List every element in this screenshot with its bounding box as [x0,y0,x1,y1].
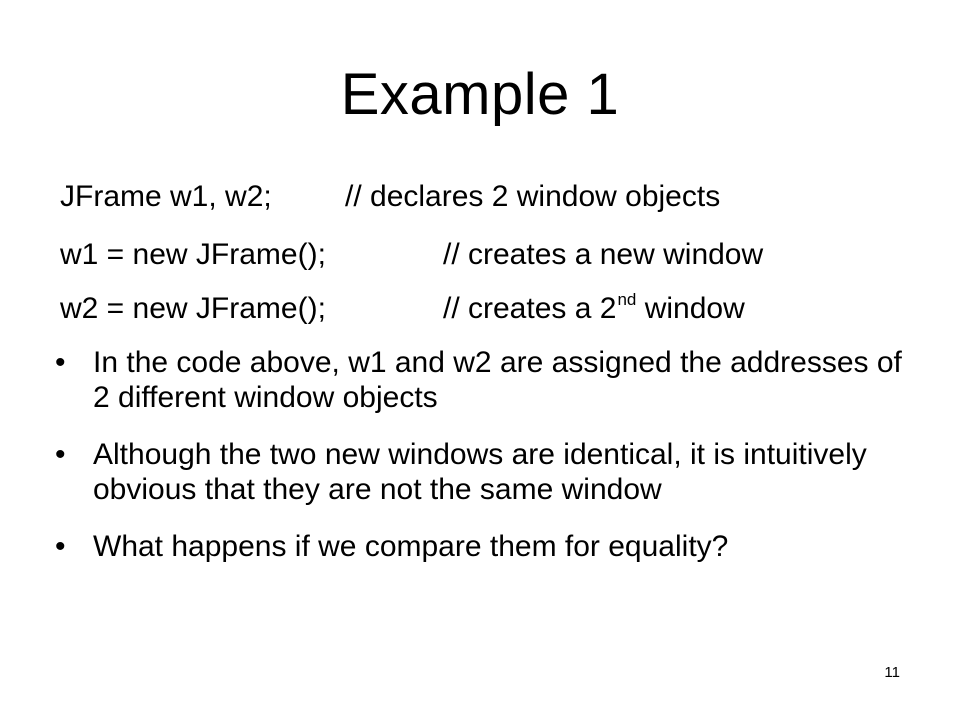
bullet-text: In the code above, w1 and w2 are assigne… [93,346,902,414]
bullet-text: Although the two new windows are identic… [93,438,867,506]
bullet-item: • Although the two new windows are ident… [55,437,915,507]
code-statement: JFrame w1, w2; [60,180,272,213]
code-comment: // creates a 2nd window [443,290,745,330]
code-statement: w1 = new JFrame(); [60,238,326,271]
ordinal-superscript: nd [617,290,637,309]
bullet-item: • In the code above, w1 and w2 are assig… [55,345,915,415]
bullet-marker: • [55,438,66,471]
page-number: 11 [884,664,900,681]
code-comment-text: // creates a 2 [443,292,617,325]
bullet-marker: • [55,530,66,563]
bullet-marker: • [55,346,66,379]
code-statement: w2 = new JFrame(); [60,292,326,325]
bullet-item: • What happens if we compare them for eq… [55,529,915,564]
code-comment: // creates a new window [443,238,764,271]
code-comment: // declares 2 window objects [345,180,721,213]
slide-title: Example 1 [340,62,620,127]
code-comment-text-end: window [636,292,745,325]
bullet-list: • In the code above, w1 and w2 are assig… [55,345,915,586]
bullet-text: What happens if we compare them for equa… [93,530,729,563]
